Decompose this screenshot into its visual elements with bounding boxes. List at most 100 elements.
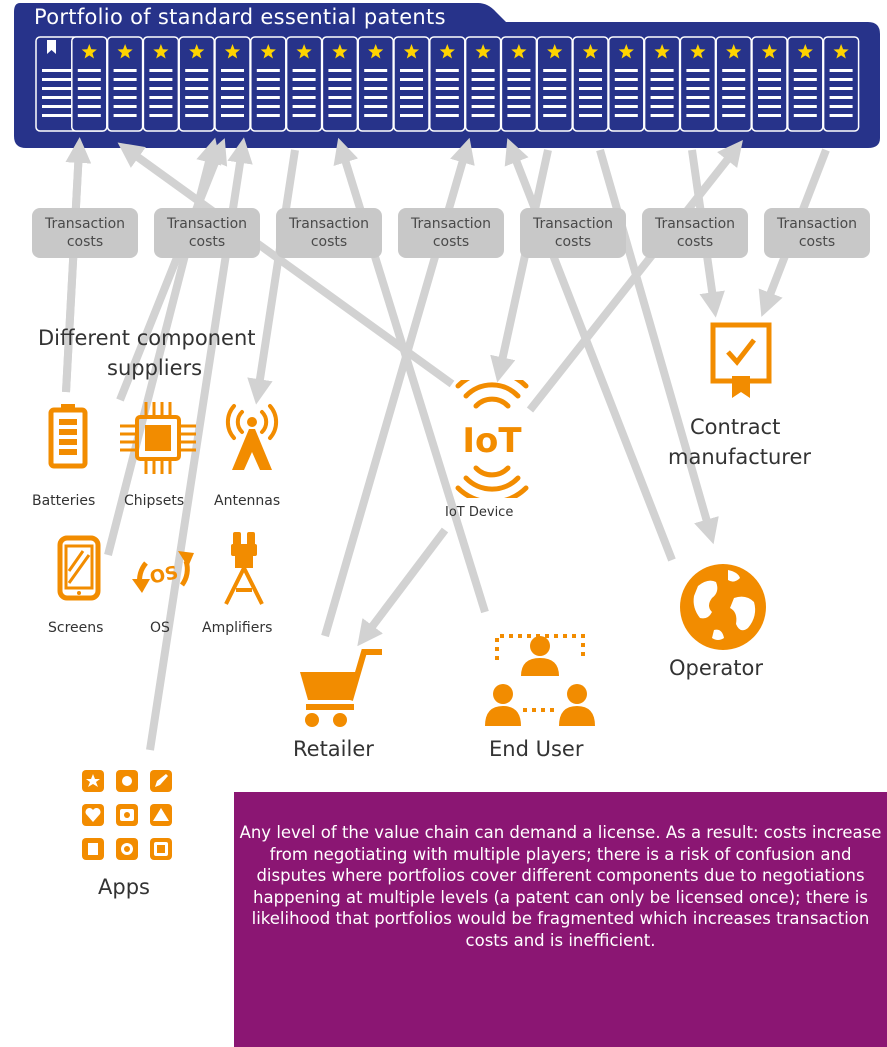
license-note-box: Any level of the value chain can demand … (234, 792, 887, 1047)
star-icon (690, 44, 706, 59)
transaction-tag-line1: Transaction (532, 216, 614, 232)
os-label: OS (150, 620, 170, 636)
star-icon (189, 44, 205, 59)
patent-document (321, 36, 359, 132)
iot-icon-text: IoT (462, 421, 522, 461)
patent-document (822, 36, 860, 132)
star-icon (332, 44, 348, 59)
transaction-costs-tag: Transaction costs (520, 208, 626, 258)
batteries-label: Batteries (32, 493, 96, 509)
chip-icon (120, 402, 196, 474)
os-icon: OS (132, 551, 194, 593)
antenna-icon (225, 404, 279, 470)
transaction-tag-line1: Transaction (166, 216, 248, 232)
transaction-tag-line2: costs (554, 234, 592, 250)
chipsets-label: Chipsets (124, 493, 185, 509)
star-icon (582, 44, 599, 59)
star-icon (511, 44, 527, 59)
arrow-chipsets-to-portfolio (116, 138, 228, 402)
patent-document (715, 36, 752, 132)
patent-document (572, 36, 609, 132)
transaction-tag-line2: costs (310, 234, 348, 250)
transaction-costs-tag: Transaction costs (154, 208, 260, 258)
star-icon (618, 44, 634, 59)
star-icon (368, 44, 384, 59)
suppliers-heading-line1: Different component (38, 326, 256, 350)
star-icon (654, 44, 670, 59)
transaction-tag-line1: Transaction (44, 216, 126, 232)
star-icon (117, 44, 133, 59)
patent-document (536, 36, 573, 132)
transaction-costs-tag: Transaction costs (764, 208, 870, 258)
patent-document (787, 36, 824, 132)
transaction-tag-line2: costs (432, 234, 470, 250)
star-icon (296, 44, 312, 59)
patent-document (679, 36, 717, 132)
iot-device-label: IoT Device (445, 505, 514, 520)
star-icon (260, 44, 276, 59)
arrow-portfolio-to-batteries (62, 137, 92, 393)
patent-document (429, 36, 466, 132)
star-icon (81, 44, 97, 59)
apps-grid-icon (82, 770, 172, 860)
patent-document (71, 36, 108, 132)
star-icon (726, 44, 742, 59)
users-icon (485, 634, 595, 726)
amplifiers-label: Amplifiers (202, 620, 273, 636)
patent-document (751, 36, 788, 132)
transaction-tag-line1: Transaction (654, 216, 736, 232)
arrow-portfolio-to-antennas (247, 149, 299, 405)
arrow-portfolio-to-iot (490, 149, 552, 383)
certificate-icon (710, 322, 772, 398)
amplifier-icon (224, 532, 264, 605)
apps-label: Apps (98, 875, 150, 899)
patent-document (608, 36, 645, 132)
iot-icon: IoT (455, 380, 529, 498)
transaction-costs-tag: Transaction costs (398, 208, 504, 258)
svg-text:OS: OS (148, 562, 180, 588)
patent-document (643, 36, 681, 132)
patent-document (464, 36, 502, 132)
banner-title: Portfolio of standard essential patents (34, 5, 446, 29)
patent-document (142, 36, 180, 132)
phone-icon (57, 535, 101, 601)
arrow-iot-to-portfolio (117, 142, 455, 388)
contract-label-line1: Contract (690, 415, 781, 439)
star-icon (797, 44, 813, 59)
transaction-tag-line1: Transaction (410, 216, 492, 232)
antennas-label: Antennas (214, 493, 281, 509)
retailer-label: Retailer (293, 737, 374, 761)
cart-icon (300, 649, 382, 727)
battery-icon (48, 404, 88, 469)
star-icon (153, 44, 169, 59)
patent-document (250, 36, 287, 132)
suppliers-heading-line2: suppliers (107, 356, 203, 380)
transaction-tag-line2: costs (676, 234, 714, 250)
patent-document (393, 36, 430, 132)
patent-document (178, 36, 215, 132)
star-icon (761, 44, 778, 59)
arrow-iot-to-retailer (357, 527, 449, 647)
license-note-text: Any level of the value chain can demand … (239, 823, 882, 950)
transaction-tag-line2: costs (798, 234, 836, 250)
star-icon (403, 44, 420, 59)
patent-document (500, 36, 538, 132)
patent-document (357, 36, 394, 132)
patent-document (214, 36, 251, 132)
end-user-label: End User (489, 737, 584, 761)
star-icon (475, 44, 491, 59)
globe-icon (680, 564, 766, 650)
transaction-tag-line2: costs (188, 234, 226, 250)
transaction-costs-tag: Transaction costs (642, 208, 748, 258)
transaction-costs-tag: Transaction costs (32, 208, 138, 258)
transaction-tag-line1: Transaction (776, 216, 858, 232)
patent-document (106, 36, 144, 132)
transaction-tag-line2: costs (66, 234, 104, 250)
contract-label-line2: manufacturer (668, 445, 812, 469)
arrow-iot-device-to-portfolio (526, 139, 743, 413)
star-icon (547, 44, 563, 59)
star-icon (439, 44, 455, 59)
screens-label: Screens (48, 620, 104, 636)
patent-portfolio-banner (14, 3, 880, 148)
